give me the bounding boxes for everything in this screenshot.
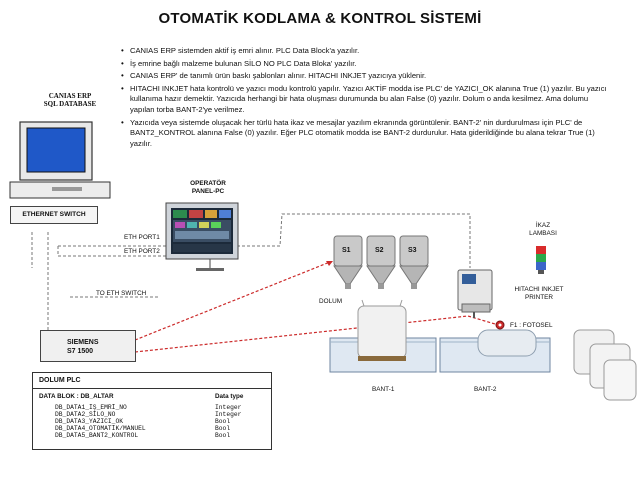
lying-bag-icon	[477, 329, 537, 357]
control-links	[134, 261, 496, 353]
plc-row-type: Integer	[215, 411, 242, 418]
plc-fotosel-control-line	[134, 315, 496, 353]
plc-row-type: Bool	[215, 432, 231, 439]
description-list: CANIAS ERP sistemden aktif iş emri alını…	[120, 46, 610, 151]
stacked-bags-icon	[573, 329, 637, 401]
big-bag-icon	[357, 299, 407, 361]
eth-port2-label: ETH PORT2	[124, 248, 160, 255]
page-title: OTOMATİK KODLAMA & KONTROL SİSTEMİ	[158, 10, 482, 27]
bullet-item: HITACHI INKJET hata kontrolü ve yazıcı m…	[120, 84, 610, 116]
fotosel-icon	[495, 320, 505, 330]
plc-row-type: Integer	[215, 404, 242, 411]
network-links	[31, 213, 471, 330]
silo-icon	[333, 235, 363, 289]
plc-data-table: DOLUM PLC DATA BLOK : DB_ALTAR Data type…	[32, 372, 272, 450]
bullet-item: CANIAS ERP sistemden aktif iş emri alını…	[120, 46, 610, 57]
operator-panel-label: OPERATÖR PANEL-PC	[190, 180, 226, 195]
plc-data-block-label: DATA BLOK : DB_ALTAR	[39, 393, 114, 400]
fotosel-label: F1 : FOTOSEL	[510, 322, 553, 329]
plc-row-type: Bool	[215, 425, 231, 432]
erp-computer-icon	[9, 121, 111, 199]
ethernet-switch: ETHERNET SWITCH	[10, 206, 98, 224]
plc-row-name: DB_DATA1_İŞ_EMRİ_NO	[55, 404, 127, 411]
bullet-item: Yazıcıda veya sistemde oluşacak her türl…	[120, 118, 610, 150]
printer-label: HITACHI INKJET PRINTER	[514, 286, 564, 301]
silo-label-s1: S1	[342, 247, 351, 254]
bant2-label: BANT-2	[474, 386, 497, 393]
plc-data-type-header: Data type	[215, 393, 244, 400]
bullet-item: İş emrine bağlı malzeme bulunan SİLO NO …	[120, 59, 610, 70]
plc-row-type: Bool	[215, 418, 231, 425]
plc-row-name: DB_DATA2_SİLO_NO	[55, 411, 116, 418]
ikaz-lamp-label: İKAZ LAMBASI	[529, 222, 557, 237]
inkjet-printer-icon	[457, 269, 493, 318]
erp-label: CANIAS ERP SQL DATABASE	[43, 92, 97, 108]
bant1-label: BANT-1	[372, 386, 395, 393]
plc-label-line1: SIEMENS	[67, 339, 99, 346]
silo-label-s2: S2	[375, 247, 384, 254]
panel-pc-icon	[165, 202, 239, 271]
silo-icon	[366, 235, 396, 289]
plc-row-name: DB_DATA3_YAZICI_OK	[55, 418, 124, 425]
plc-row-name: DB_DATA5_BANT2_KONTROL	[55, 432, 139, 439]
warning-lamp-icon	[536, 246, 546, 274]
plc-row-name: DB_DATA4_OTOMATİK/MANUEL	[55, 425, 146, 432]
silo-icon	[399, 235, 429, 289]
plc-label-line2: S7 1500	[67, 348, 94, 355]
plc-table-header: DOLUM PLC	[33, 373, 271, 389]
eth-port1-label: ETH PORT1	[124, 234, 160, 241]
to-eth-switch-label: TO ETH SWITCH	[96, 290, 147, 297]
dolum-label: DOLUM	[319, 298, 343, 305]
bullet-item: CANIAS ERP' de tanımlı ürün baskı şablon…	[120, 71, 610, 82]
panel-printer-link	[237, 213, 471, 268]
silo-label-s3: S3	[408, 247, 417, 254]
siemens-plc: SIEMENS S7 1500	[40, 330, 136, 362]
silos	[333, 235, 429, 289]
plc-silo-control-line	[134, 261, 331, 341]
